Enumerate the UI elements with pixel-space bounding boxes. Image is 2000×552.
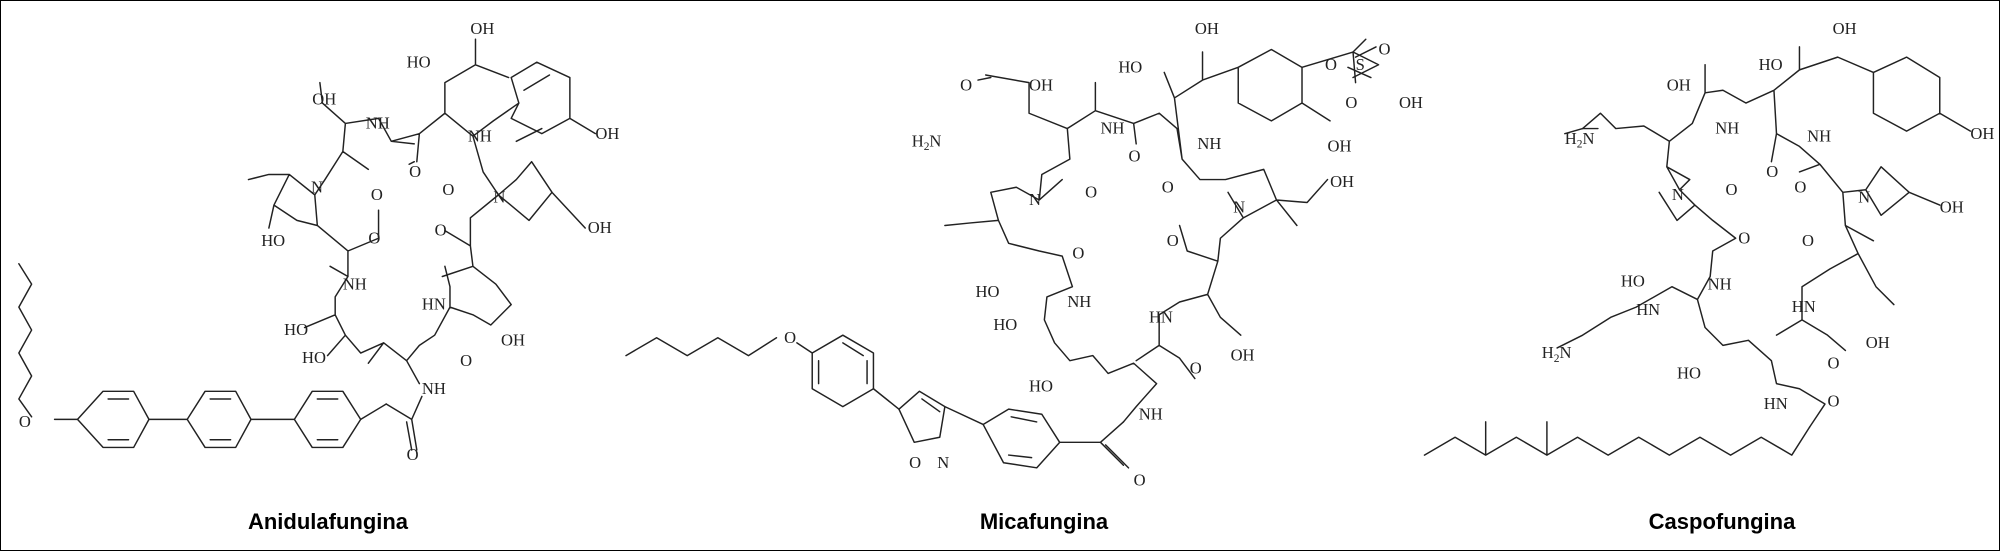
atom-oh: OH <box>1940 198 1964 217</box>
atom-n: N <box>937 453 949 472</box>
atom-n: N <box>1858 188 1870 207</box>
atom-o: O <box>784 328 796 347</box>
atom-ho: HO <box>261 231 285 250</box>
atom-o: O <box>960 75 972 94</box>
atom-nh: NH <box>1067 292 1091 311</box>
atom-o: O <box>1828 353 1840 372</box>
atom-o: O <box>435 221 447 240</box>
atom-o: O <box>1379 40 1391 59</box>
caption-micafungina: Micafungina <box>979 509 1109 534</box>
atom-n: N <box>1672 185 1684 204</box>
atom-oh: OH <box>1833 19 1857 38</box>
atom-oh: OH <box>312 89 336 108</box>
atom-o: O <box>1190 358 1202 377</box>
atom-oh: OH <box>1399 93 1423 112</box>
atom-ho: HO <box>975 282 999 301</box>
atom-oh: OH <box>1667 75 1691 94</box>
atom-o: O <box>1794 177 1806 196</box>
atom-oh: OH <box>1970 124 1994 143</box>
atom-oh: OH <box>595 124 619 143</box>
atom-o: O <box>1345 93 1357 112</box>
atom-n: N <box>493 188 505 207</box>
atom-ho: HO <box>1029 376 1053 395</box>
atom-n: N <box>311 177 323 196</box>
atom-ho: HO <box>993 315 1017 334</box>
atom-o: O <box>1085 182 1097 201</box>
atom-nh: NH <box>343 274 367 293</box>
caption-anidulafungina: Anidulafungina <box>247 509 409 534</box>
atom-ho: HO <box>1677 364 1701 383</box>
atom-h2n: H2N <box>912 131 942 153</box>
atom-oh: OH <box>470 19 494 38</box>
atom-s: S <box>1356 55 1365 74</box>
atom-hn: HN <box>1792 297 1816 316</box>
atom-nh: NH <box>1708 274 1732 293</box>
atom-nh: NH <box>1139 404 1163 423</box>
atom-oh: OH <box>588 218 612 237</box>
atom-oh: OH <box>1231 346 1255 365</box>
atom-o: O <box>368 228 380 247</box>
atom-o: O <box>1325 55 1337 74</box>
atom-hn: HN <box>1764 394 1788 413</box>
atom-ho: HO <box>407 52 431 71</box>
atom-oh: OH <box>1195 19 1219 38</box>
atom-nh: NH <box>366 114 390 133</box>
atom-n: N <box>1029 190 1041 209</box>
atom-oh: OH <box>501 330 525 349</box>
molecule-caspofungin: H2N OH NH HO OH O NH OH N O O N OH O O H… <box>1423 19 1994 456</box>
atom-o: O <box>1828 392 1840 411</box>
atom-o: O <box>442 180 454 199</box>
terphenyl <box>53 390 387 449</box>
atom-nh: NH <box>1197 134 1221 153</box>
atom-nh: NH <box>1100 119 1124 138</box>
atom-o: O <box>1738 228 1750 247</box>
atom-oh: OH <box>1029 75 1053 94</box>
atom-ho: HO <box>1759 55 1783 74</box>
atom-oh: OH <box>1328 137 1352 156</box>
pentyloxy-chain <box>625 336 778 357</box>
atom-nh: NH <box>468 126 492 145</box>
atom-hn: HN <box>1636 300 1660 319</box>
atom-nh: NH <box>1715 119 1739 138</box>
micafungin-macrocycle <box>944 38 1380 423</box>
atom-ho: HO <box>302 348 326 367</box>
atom-o: O <box>407 445 419 464</box>
atom-nh: NH <box>1807 126 1831 145</box>
atom-hn: HN <box>1149 307 1173 326</box>
atom-n: N <box>1233 198 1245 217</box>
atom-ho: HO <box>1621 272 1645 291</box>
atom-ho: HO <box>284 320 308 339</box>
atom-ho: HO <box>1118 57 1142 76</box>
atom-o: O <box>409 162 421 181</box>
dimethyl-tetradecanoyl-chain <box>1423 421 1811 456</box>
atom-o: O <box>909 453 921 472</box>
caspofungin-macrocycle <box>1556 46 1972 428</box>
atom-o: O <box>1766 162 1778 181</box>
atom-o: O <box>19 412 31 431</box>
atom-o: O <box>460 351 472 370</box>
atom-o: O <box>1802 231 1814 250</box>
atom-o: O <box>1162 177 1174 196</box>
phenyl-isoxazole-phenyl <box>796 334 1130 469</box>
atom-o: O <box>1072 244 1084 263</box>
atom-o: O <box>1167 231 1179 250</box>
atom-nh: NH <box>422 379 446 398</box>
atom-oh: OH <box>1866 333 1890 352</box>
molecule-anidulafungin: O O NH OH NH HO OH NH O O N O N OH OH O … <box>18 19 619 464</box>
atom-hn: HN <box>422 295 446 314</box>
atom-o: O <box>1134 471 1146 490</box>
atom-o: O <box>371 185 383 204</box>
pentyl-chain <box>18 263 33 418</box>
anidulafungin-macrocycle <box>247 38 597 385</box>
molecule-micafungin: O O N O NH O OH HO HO HN NH O O HO N O O… <box>625 19 1423 490</box>
caption-caspofungina: Caspofungina <box>1648 509 1796 534</box>
atom-h2n: H2N <box>1542 343 1572 365</box>
atom-o: O <box>1725 180 1737 199</box>
atom-oh: OH <box>1330 172 1354 191</box>
atom-o: O <box>1129 147 1141 166</box>
atom-h2n: H2N <box>1565 129 1595 151</box>
